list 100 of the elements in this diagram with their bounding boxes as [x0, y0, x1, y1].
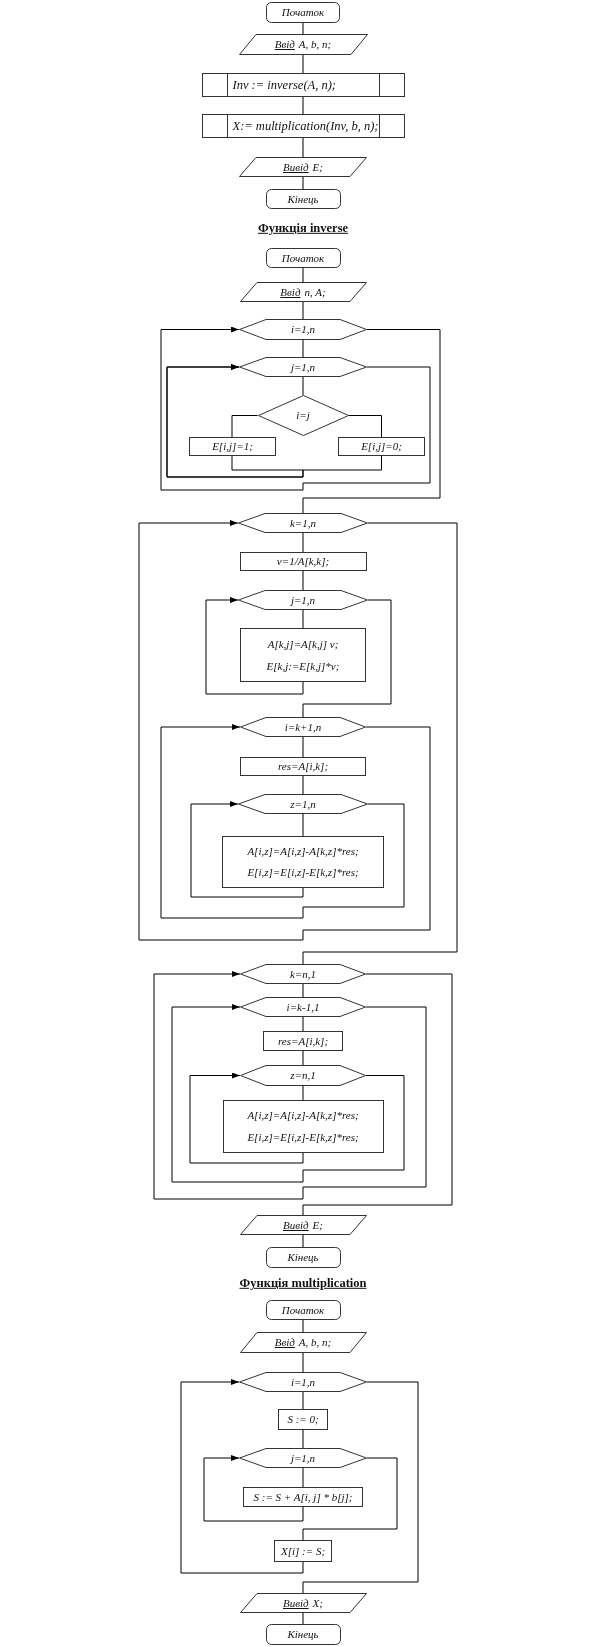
process-box	[263, 1031, 343, 1051]
connector-line	[302, 973, 453, 1216]
terminal-label: Початок	[281, 6, 325, 19]
connector-line	[302, 137, 304, 158]
connector-line	[302, 813, 304, 837]
terminal-label: Кінець	[287, 192, 319, 206]
io-variables: E;	[312, 160, 323, 174]
arrow	[160, 724, 405, 919]
connector-line	[302, 1352, 304, 1373]
connector-line	[302, 775, 304, 795]
connector-line	[302, 1381, 419, 1594]
loop-range: j=1,n	[290, 1451, 316, 1465]
statement-text: X[i] := S;	[280, 1544, 326, 1558]
process-box	[222, 836, 384, 888]
terminator-shape	[266, 2, 340, 23]
loop-range: i=1,n	[290, 1375, 316, 1389]
arrow	[189, 1072, 304, 1164]
io-keyword: Вивід	[283, 160, 309, 174]
arrow	[166, 364, 382, 478]
connector-line	[302, 1457, 398, 1541]
loop-hexagon	[239, 357, 367, 377]
connector-line	[302, 1391, 304, 1410]
connector-line	[302, 301, 304, 320]
statement-text: E[i,z]=E[i,z]-E[k,z]*res;	[247, 1131, 359, 1144]
arrow	[153, 971, 427, 1200]
loop-hexagon	[240, 1065, 366, 1086]
connector-line	[302, 983, 304, 998]
arrow	[203, 1455, 304, 1522]
statement-text: res=A[i,k];	[277, 1034, 329, 1048]
statement-text: E[k,j:=E[k,j]*v;	[266, 659, 340, 673]
loop-range: i=k-1,1	[286, 1000, 320, 1014]
arrow	[160, 326, 431, 491]
loop-hexagon	[239, 1372, 367, 1392]
statement-text: E[i,j]=0;	[361, 440, 402, 453]
connector-line	[302, 1050, 304, 1066]
statement-text: S := 0;	[287, 1413, 319, 1426]
loop-hexagon	[238, 513, 368, 533]
loop-hexagon	[238, 590, 368, 610]
connector-line	[302, 522, 458, 965]
arrow	[205, 597, 304, 695]
terminator-shape	[265, 248, 341, 268]
io-parallelogram	[239, 1215, 367, 1235]
connector-line	[302, 54, 304, 74]
statement-text: res=A[i,k];	[277, 760, 329, 773]
arrow	[180, 1379, 304, 1574]
process-box	[278, 1409, 328, 1430]
condition-text: i=j	[296, 409, 310, 422]
terminator-shape	[265, 1247, 341, 1268]
process-box	[222, 1100, 384, 1153]
terminator-shape	[265, 1624, 341, 1645]
connector-line	[302, 1085, 304, 1101]
statement-text: A[i,z]=A[i,z]-A[k,z]*res;	[247, 1109, 359, 1122]
terminal-label: Кінець	[287, 1251, 319, 1264]
loop-hexagon	[238, 794, 368, 814]
loop-range: i=k+1,n	[284, 720, 322, 734]
subroutine-call: X:= multiplication(Inv, b, n);	[232, 118, 379, 134]
io-variables: A, b, n;	[298, 38, 332, 51]
connector-line	[302, 1429, 304, 1449]
connector-line	[348, 415, 382, 438]
connector-line	[302, 267, 304, 283]
statement-text: v=1/A[k,k];	[276, 555, 330, 568]
subroutine-box	[201, 114, 405, 138]
process-box	[240, 757, 366, 776]
loop-hexagon	[240, 997, 366, 1017]
process-box	[239, 552, 367, 571]
arrow	[190, 801, 304, 898]
statement-text: S := S + A[i, j] * b[j];	[253, 1490, 353, 1504]
process-box	[338, 437, 425, 456]
process-box	[243, 1487, 363, 1507]
io-keyword: Ввід	[274, 38, 295, 51]
loop-range: k=n,1	[289, 967, 317, 981]
statement-text: A[k,j]=A[k,j] v;	[267, 637, 339, 651]
connector-line	[302, 599, 392, 718]
connector-line	[302, 339, 304, 358]
connector-line	[302, 1612, 304, 1625]
decision-diamond	[257, 395, 349, 436]
io-variables: X;	[312, 1596, 323, 1610]
statement-text: E[i,z]=E[i,z]-E[k,z]*res;	[247, 866, 359, 880]
connector-line	[302, 1319, 304, 1333]
loop-hexagon	[239, 1448, 367, 1468]
loop-range: k=1,n	[289, 516, 317, 530]
loop-hexagon	[240, 717, 366, 737]
connector-line	[302, 329, 441, 514]
connector-line	[302, 96, 304, 115]
loop-hexagon	[240, 964, 366, 984]
io-parallelogram	[239, 157, 367, 177]
io-variables: E;	[312, 1218, 323, 1232]
io-keyword: Вивід	[283, 1218, 309, 1232]
io-parallelogram	[238, 34, 368, 55]
subroutine-call: Inv := inverse(A, n);	[232, 77, 337, 93]
connector-line	[302, 176, 304, 190]
io-variables: n, A;	[304, 285, 326, 299]
terminator-shape	[265, 1300, 341, 1320]
statement-text: E[i,j]=1;	[212, 440, 253, 453]
connector-line	[302, 22, 304, 35]
process-box	[240, 628, 366, 682]
terminal-label: Початок	[281, 1303, 325, 1317]
io-parallelogram	[239, 1332, 367, 1353]
io-parallelogram	[239, 1593, 367, 1613]
connector-line	[302, 736, 304, 758]
